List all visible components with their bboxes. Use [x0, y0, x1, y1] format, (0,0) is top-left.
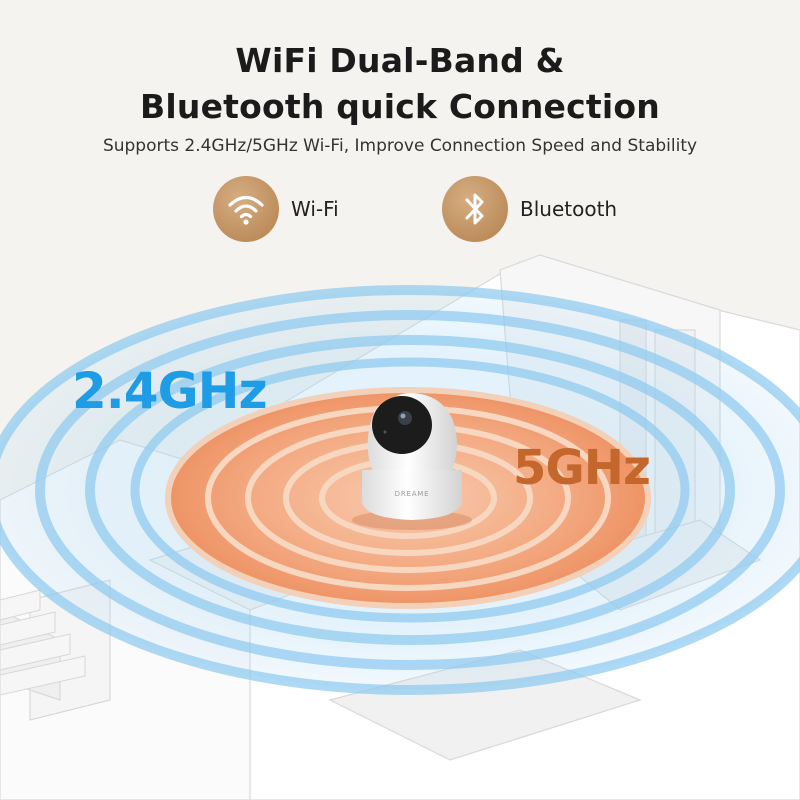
feature-bluetooth: Bluetooth — [442, 176, 617, 242]
page-title: WiFi Dual-Band & Bluetooth quick Connect… — [0, 38, 800, 130]
band-label-24ghz: 2.4GHz — [72, 362, 268, 420]
title-line-2: Bluetooth quick Connection — [140, 87, 660, 126]
bluetooth-badge — [442, 176, 508, 242]
wifi-icon — [228, 195, 264, 225]
feature-wifi: Wi-Fi — [213, 176, 339, 242]
page-subtitle: Supports 2.4GHz/5GHz Wi-Fi, Improve Conn… — [102, 136, 698, 156]
feature-label-bluetooth: Bluetooth — [520, 197, 618, 221]
feature-label-wifi: Wi-Fi — [291, 197, 339, 221]
bluetooth-icon — [465, 193, 484, 225]
title-line-1: WiFi Dual-Band & — [235, 41, 565, 80]
camera-brand-label: DREAME — [395, 490, 430, 498]
security-camera: DREAME — [352, 392, 472, 530]
stairs — [0, 589, 86, 696]
band-label-5ghz: 5GHz — [513, 440, 651, 496]
wifi-badge — [213, 176, 279, 242]
